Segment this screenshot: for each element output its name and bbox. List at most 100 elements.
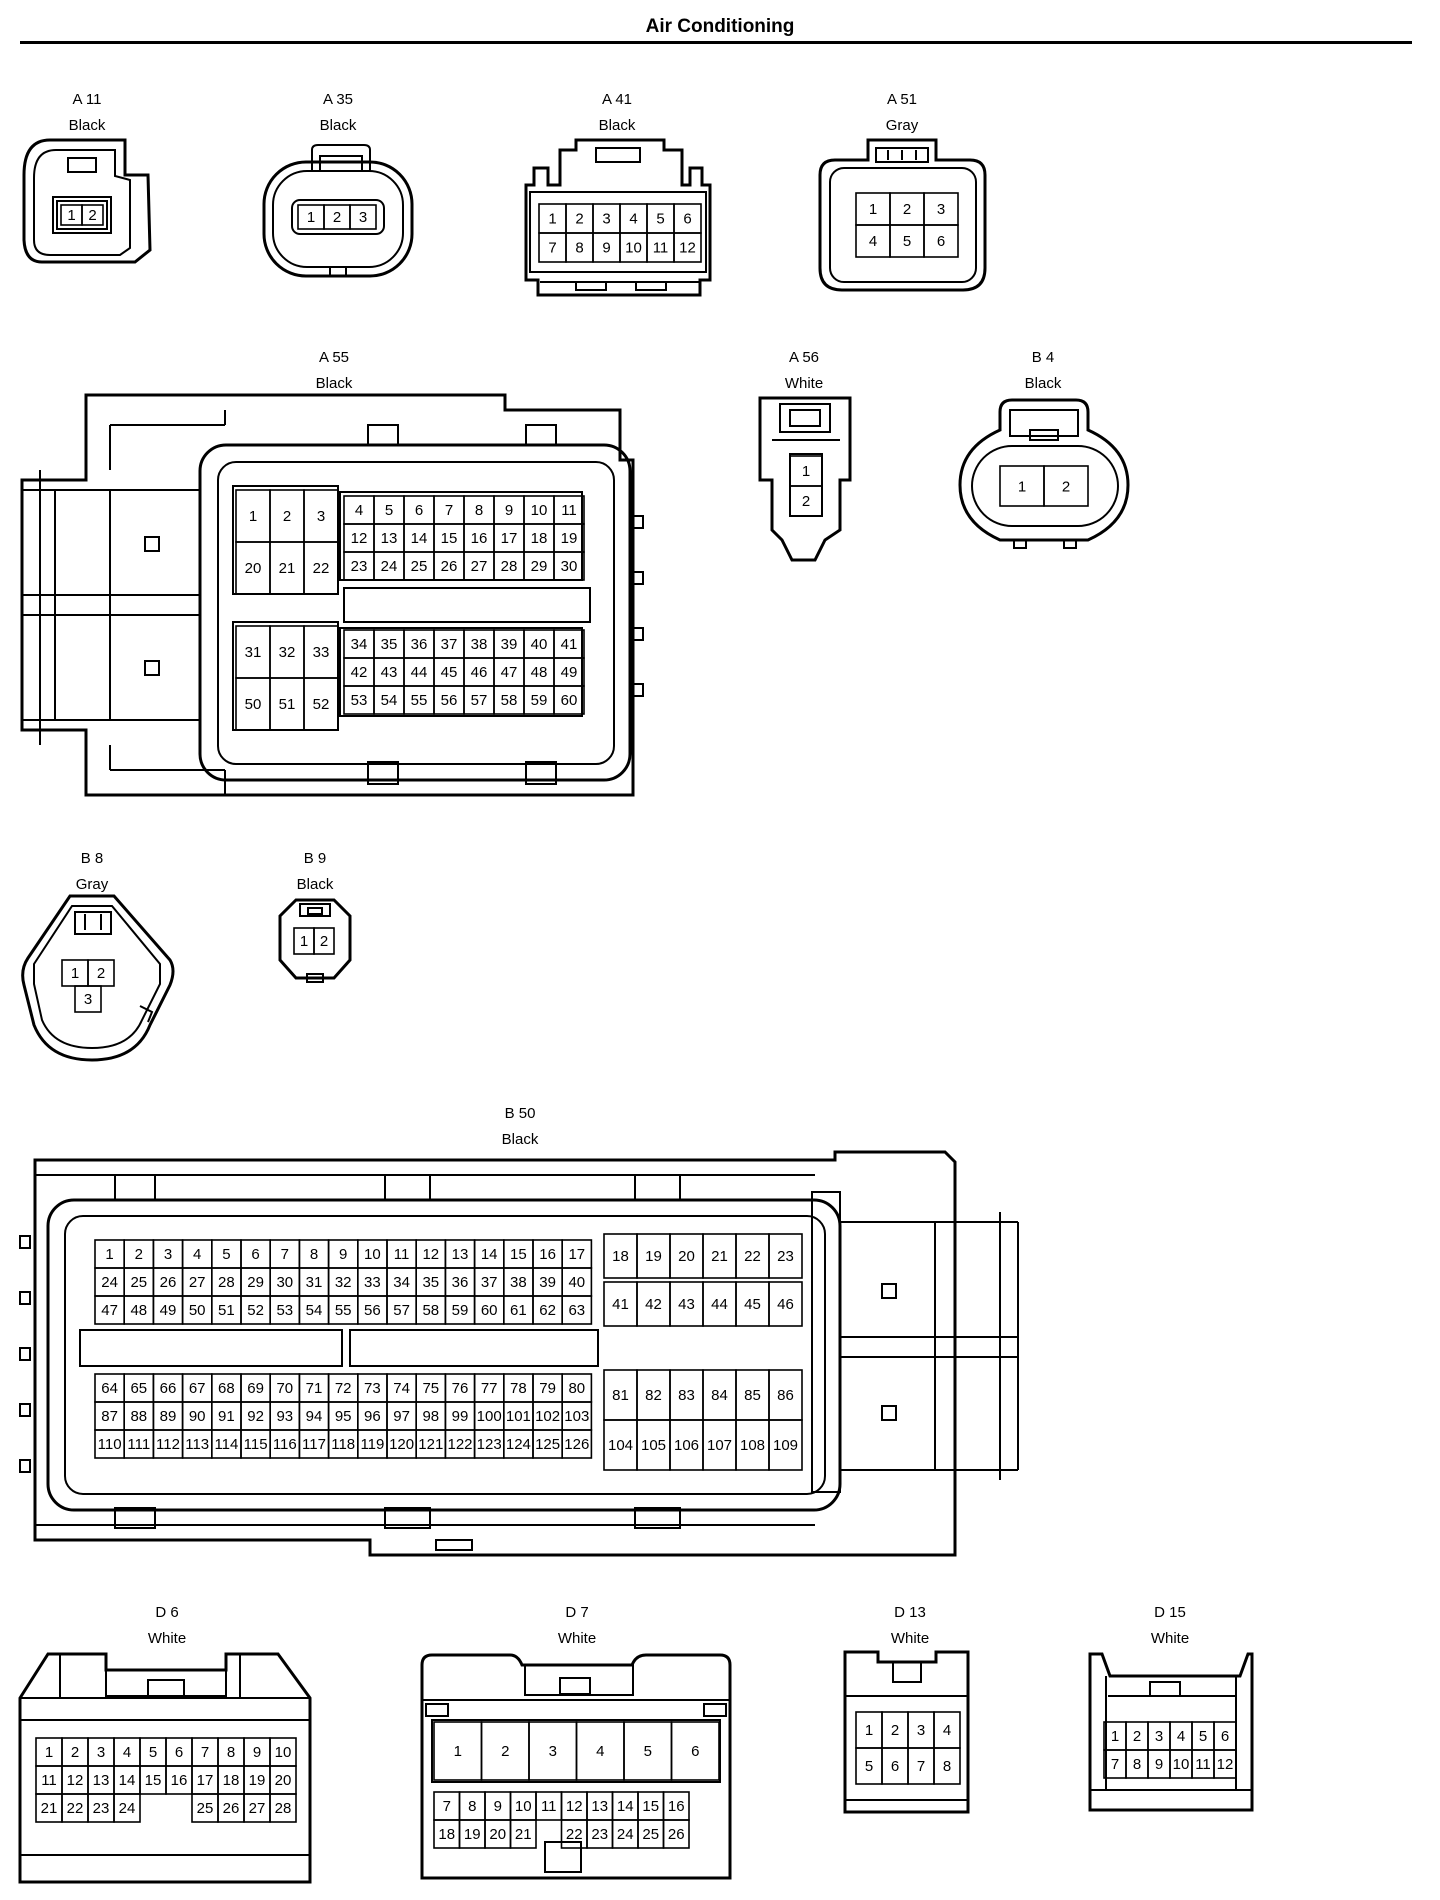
pin-label-b50-70: 70 — [276, 1380, 293, 1397]
pin-label-a55-13: 13 — [381, 530, 398, 547]
pin-label-b50-49: 49 — [160, 1302, 177, 1319]
pin-label-a51-3: 3 — [937, 201, 945, 218]
pin-label-b50-96: 96 — [364, 1408, 381, 1425]
pin-label-a55-26: 26 — [441, 558, 458, 575]
pin-label-b50-22: 22 — [744, 1248, 761, 1265]
pin-label-b50-89: 89 — [160, 1408, 177, 1425]
pin-label-d7-19: 19 — [464, 1826, 481, 1843]
connector-b8-housing — [21, 894, 175, 1062]
pin-label-b50-107: 107 — [707, 1437, 732, 1454]
pin-cell-a55-22 — [303, 541, 339, 595]
pin-label-b50-88: 88 — [130, 1408, 147, 1425]
connector-a11-housing — [22, 138, 152, 264]
pin-label-b50-30: 30 — [276, 1274, 293, 1291]
pin-label-b50-13: 13 — [452, 1246, 469, 1263]
pin-label-b50-69: 69 — [247, 1380, 264, 1397]
connector-name-b8: B 8 — [80, 850, 104, 867]
pin-label-d15-5: 5 — [1199, 1728, 1207, 1745]
pin-label-d7-9: 9 — [494, 1798, 502, 1815]
pin-label-b50-3: 3 — [164, 1246, 172, 1263]
pin-label-d13-5: 5 — [865, 1758, 873, 1775]
pin-label-d15-3: 3 — [1155, 1728, 1163, 1745]
pin-cell-d7-6 — [670, 1721, 720, 1781]
pin-label-d7-18: 18 — [438, 1826, 455, 1843]
pin-label-b50-116: 116 — [273, 1436, 297, 1453]
pin-label-d7-13: 13 — [591, 1798, 608, 1815]
pin-label-a55-53: 53 — [351, 692, 368, 709]
pin-label-a55-19: 19 — [561, 530, 578, 547]
pin-label-a55-45: 45 — [441, 664, 458, 681]
pin-label-b50-119: 119 — [360, 1436, 384, 1453]
pin-label-d6-19: 19 — [249, 1772, 266, 1789]
pin-label-b50-93: 93 — [276, 1408, 293, 1425]
pin-label-b50-46: 46 — [777, 1296, 794, 1313]
pin-label-d13-2: 2 — [891, 1722, 899, 1739]
pin-label-a55-51: 51 — [279, 696, 296, 713]
pin-label-d7-10: 10 — [515, 1798, 532, 1815]
pin-label-b50-120: 120 — [389, 1436, 414, 1453]
pin-label-a55-29: 29 — [531, 558, 548, 575]
pin-label-b50-84: 84 — [711, 1387, 728, 1404]
pin-label-d15-1: 1 — [1111, 1728, 1119, 1745]
pin-cell-b4-2 — [1043, 465, 1089, 507]
pin-label-b8-1: 1 — [71, 965, 79, 982]
pin-label-b50-86: 86 — [777, 1387, 794, 1404]
pin-label-b50-44: 44 — [711, 1296, 728, 1313]
pin-label-b50-71: 71 — [306, 1380, 323, 1397]
pin-label-d13-4: 4 — [943, 1722, 951, 1739]
pin-label-d13-7: 7 — [917, 1758, 925, 1775]
pin-label-a55-20: 20 — [245, 560, 262, 577]
pin-label-b50-123: 123 — [477, 1436, 502, 1453]
pin-label-b50-74: 74 — [393, 1380, 410, 1397]
pin-label-b50-109: 109 — [773, 1437, 798, 1454]
pin-label-d6-26: 26 — [223, 1800, 240, 1817]
pin-label-b50-43: 43 — [678, 1296, 695, 1313]
connector-color-a55: Black — [315, 375, 353, 392]
pin-label-d6-14: 14 — [119, 1772, 136, 1789]
pin-label-d15-4: 4 — [1177, 1728, 1185, 1745]
pin-cell-a35-3 — [349, 204, 377, 230]
pin-label-a55-40: 40 — [531, 636, 548, 653]
connector-color-a35: Black — [319, 117, 357, 134]
pin-label-d6-15: 15 — [145, 1772, 162, 1789]
pin-label-d6-22: 22 — [67, 1800, 84, 1817]
connector-a35-housing — [262, 144, 414, 278]
pin-label-a41-11: 11 — [653, 240, 669, 257]
pin-cell-d13-8 — [933, 1747, 961, 1785]
pin-label-b50-21: 21 — [711, 1248, 728, 1265]
pin-label-a41-4: 4 — [629, 211, 637, 228]
pin-label-b50-2: 2 — [135, 1246, 143, 1263]
pin-label-d13-6: 6 — [891, 1758, 899, 1775]
pin-label-b50-77: 77 — [481, 1380, 498, 1397]
pin-label-d6-24: 24 — [119, 1800, 136, 1817]
pin-label-b50-50: 50 — [189, 1302, 206, 1319]
pin-label-a55-52: 52 — [313, 696, 330, 713]
pin-cell-b50-126 — [561, 1429, 593, 1459]
pin-label-d7-11: 11 — [541, 1798, 557, 1815]
pin-label-a55-7: 7 — [445, 502, 453, 519]
pin-label-b50-99: 99 — [452, 1408, 469, 1425]
pin-label-a56-1: 1 — [802, 463, 810, 480]
pin-label-a51-4: 4 — [869, 233, 877, 250]
pin-label-b50-15: 15 — [510, 1246, 527, 1263]
pin-label-a41-7: 7 — [548, 240, 556, 257]
connector-name-a11: A 11 — [72, 91, 102, 108]
connector-color-d7: White — [557, 1630, 597, 1647]
pin-label-b50-117: 117 — [302, 1436, 326, 1453]
pin-label-a55-34: 34 — [351, 636, 368, 653]
pin-label-b50-64: 64 — [101, 1380, 118, 1397]
pin-label-b50-5: 5 — [222, 1246, 230, 1263]
pin-label-b50-106: 106 — [674, 1437, 699, 1454]
pin-label-a55-12: 12 — [351, 530, 368, 547]
pin-cell-b9-2 — [313, 927, 335, 955]
pin-label-b50-34: 34 — [393, 1274, 410, 1291]
pin-label-d6-9: 9 — [253, 1744, 261, 1761]
pin-label-b50-124: 124 — [506, 1436, 531, 1453]
connector-d6-housing — [18, 1652, 312, 1884]
pin-label-d7-21: 21 — [515, 1826, 532, 1843]
pin-label-a35-2: 2 — [333, 209, 341, 226]
pin-label-b50-38: 38 — [510, 1274, 527, 1291]
pin-label-a55-57: 57 — [471, 692, 488, 709]
pin-cell-d6-28 — [269, 1793, 297, 1823]
pin-label-b50-118: 118 — [331, 1436, 355, 1453]
